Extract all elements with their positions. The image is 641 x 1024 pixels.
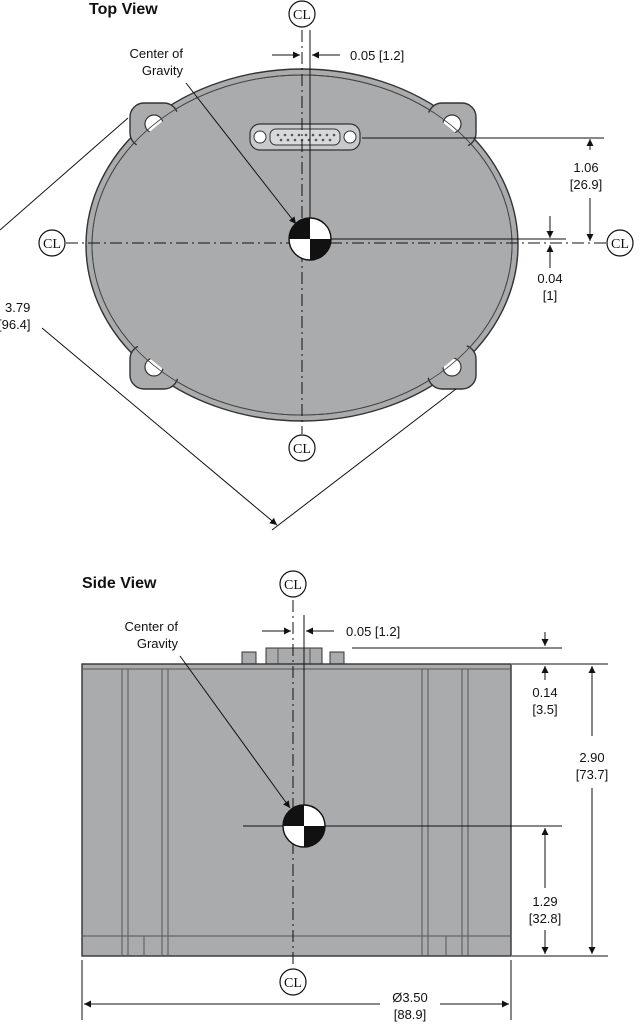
height-dim-in: 2.90 (579, 750, 604, 765)
connector-dim-in: 1.06 (573, 160, 598, 175)
svg-text:CL: CL (293, 442, 311, 457)
side-offset-dim-text: 0.05 [1.2] (346, 624, 400, 639)
cg-height-mm: [32.8] (529, 911, 562, 926)
diameter-dim-mm: [88.9] (394, 1007, 427, 1022)
cg-symbol-top (288, 217, 332, 261)
diameter-dim-in: Ø3.50 (392, 990, 427, 1005)
diagonal-dim-mm: [96.4] (0, 317, 31, 332)
top-view: Top View (0, 0, 634, 531)
db-connector (249, 123, 361, 151)
svg-text:CL: CL (284, 578, 302, 593)
top-dim-in: 0.14 (532, 685, 557, 700)
side-connector (241, 647, 345, 665)
centerline-symbol-top: CL (288, 0, 316, 28)
side-cg-label-line1: Center of (125, 619, 179, 634)
svg-text:CL: CL (284, 976, 302, 991)
svg-text:CL: CL (43, 237, 61, 252)
centerline-symbol-side-bottom: CL (279, 968, 307, 996)
cg-offset-in: 0.04 (537, 271, 562, 286)
diagonal-dim-in: 3.79 (5, 300, 30, 315)
top-view-title: Top View (89, 1, 158, 18)
cg-label-line1: Center of (130, 46, 184, 61)
centerline-symbol-side-top: CL (279, 570, 307, 598)
cg-offset-mm: [1] (543, 288, 557, 303)
height-dim-mm: [73.7] (576, 767, 609, 782)
side-view-title: Side View (82, 575, 157, 592)
offset-dim-text: 0.05 [1.2] (350, 48, 404, 63)
svg-text:CL: CL (611, 237, 629, 252)
side-cg-label-line2: Gravity (137, 636, 179, 651)
top-dim-mm: [3.5] (532, 702, 557, 717)
cg-height-in: 1.29 (532, 894, 557, 909)
centerline-symbol-right: CL (606, 229, 634, 257)
centerline-symbol-left: CL (38, 229, 66, 257)
cg-symbol-side (282, 804, 326, 848)
svg-text:CL: CL (293, 8, 311, 23)
side-view: Side View CL CL (81, 570, 609, 1022)
cg-label-line2: Gravity (142, 63, 184, 78)
cg-leader (185, 82, 297, 225)
connector-dim-mm: [26.9] (570, 177, 603, 192)
centerline-symbol-bottom: CL (288, 434, 316, 462)
